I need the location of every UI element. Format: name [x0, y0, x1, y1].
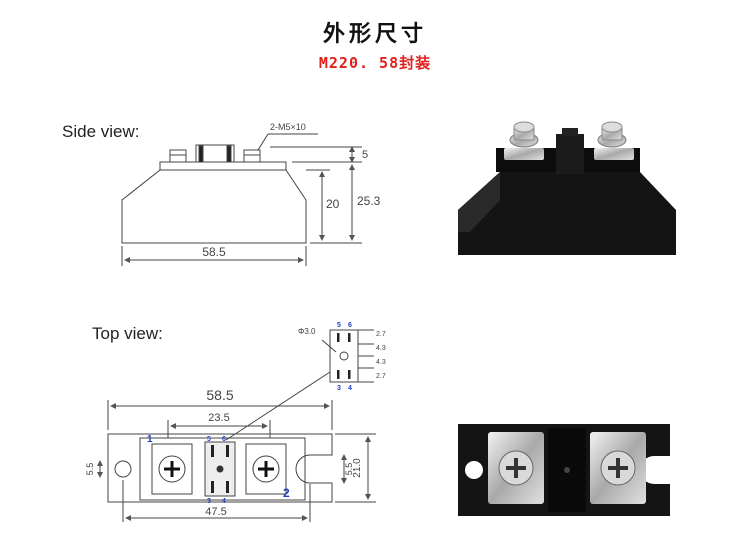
top-dim-width: 21.0	[352, 458, 363, 478]
detail-pin-6: 6	[348, 322, 352, 329]
pin-label-5: 5	[207, 436, 211, 443]
detail-pin-slots	[337, 333, 351, 379]
detail-dim-b: 4.3	[376, 345, 386, 352]
top-screw-heads	[164, 461, 274, 477]
module-photo-top	[458, 424, 670, 516]
side-view-drawing	[121, 133, 362, 266]
top-dim-slot-left: 5.5	[85, 463, 95, 476]
top-dim-slot-right: 5.5	[344, 463, 354, 476]
top-center-pins	[211, 445, 229, 493]
side-dim-body: 20	[326, 197, 340, 211]
pin-block-detail	[321, 329, 374, 383]
top-dim-terminal-span: 23.5	[208, 412, 229, 424]
module-photo-side	[458, 121, 676, 255]
detail-hole-diameter: Φ3.0	[298, 327, 316, 336]
pin-label-3: 3	[207, 498, 211, 505]
package-subtitle: M220. 58封装	[318, 54, 432, 72]
pin-label-1: 1	[147, 434, 153, 445]
detail-dim-d: 2.7	[376, 373, 386, 380]
top-view-label: Top view:	[92, 324, 163, 343]
detail-dim-c: 4.3	[376, 359, 386, 366]
pin-label-4: 4	[222, 498, 226, 505]
top-dim-length: 58.5	[206, 387, 233, 403]
page-title: 外形尺寸	[322, 22, 427, 47]
side-view-label: Side view:	[62, 122, 140, 141]
side-dim-screw: 5	[362, 149, 368, 161]
detail-pin-4: 4	[348, 385, 352, 392]
pin-label-6: 6	[222, 436, 226, 443]
detail-dim-a: 2.7	[376, 331, 386, 338]
screw-note: 2-M5×10	[270, 122, 306, 132]
detail-pin-5: 5	[337, 322, 341, 329]
top-dim-hole-span: 47.5	[205, 506, 226, 518]
top-view-drawing	[97, 371, 376, 522]
pin-label-2: 2	[283, 486, 290, 500]
side-dim-length: 58.5	[202, 245, 226, 259]
side-dim-total: 25.3	[357, 194, 381, 208]
detail-pin-3: 3	[337, 385, 341, 392]
